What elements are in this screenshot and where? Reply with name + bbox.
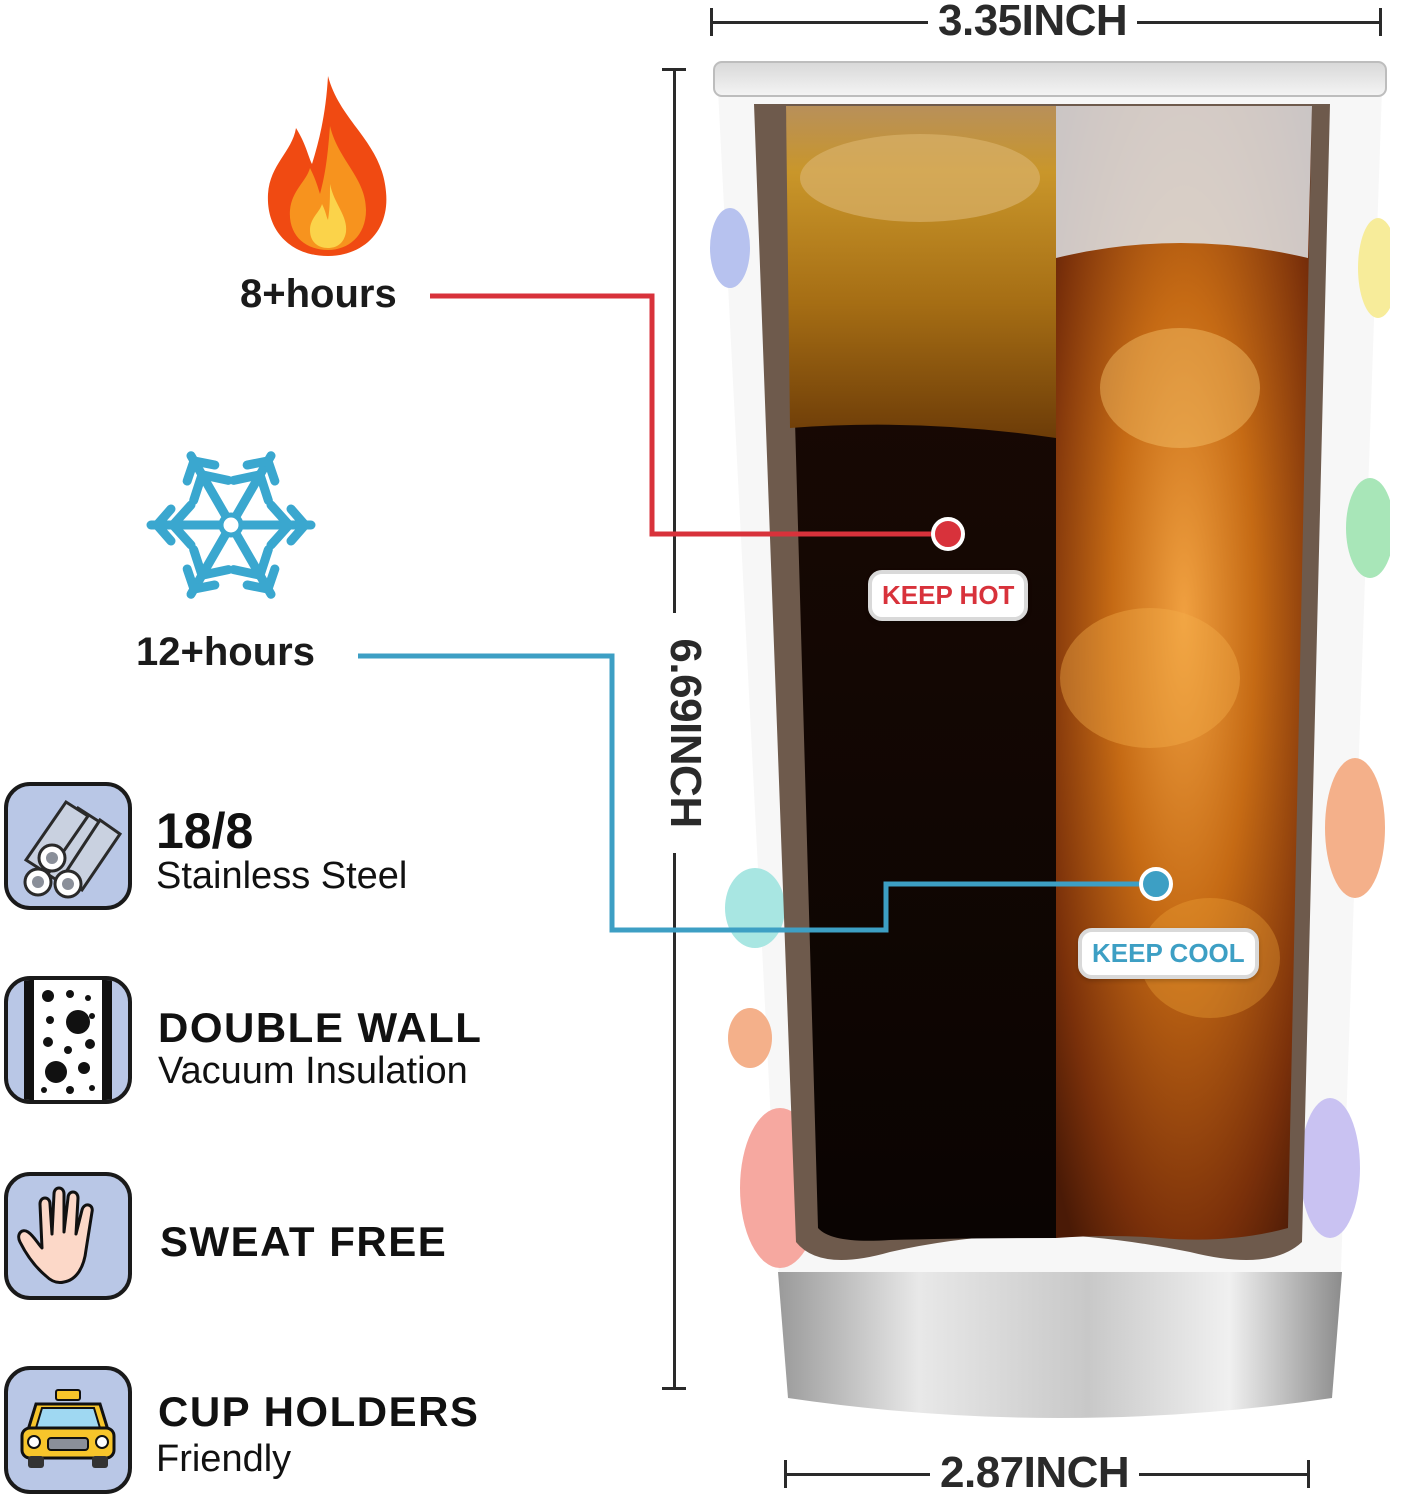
feature-subtitle-steel: Stainless Steel [156, 855, 408, 897]
width-top-label: 3.35INCH [928, 0, 1138, 46]
keep-cool-tag: KEEP COOL [1078, 928, 1259, 979]
steel-pipes-icon [4, 782, 132, 910]
hot-leader-line [430, 293, 965, 551]
keep-hot-tag: KEEP HOT [868, 570, 1029, 621]
feature-title-sweat-free: SWEAT FREE [160, 1218, 448, 1265]
car-icon [4, 1366, 132, 1494]
flame-icon [267, 76, 387, 256]
feature-subtitle-cup-holders: Friendly [156, 1438, 292, 1480]
feature-title-cup-holders: CUP HOLDERS [158, 1388, 480, 1435]
tumbler-image [710, 61, 1390, 1418]
cold-hours-label: 12+hours [136, 630, 315, 674]
cold-leader-line [358, 653, 1173, 933]
width-bottom-dimension: 2.87INCH [784, 1448, 1310, 1498]
height-dimension: 6.69INCH [660, 68, 710, 1390]
feature-title-double-wall: DOUBLE WALL [158, 1004, 483, 1051]
snowflake-icon [144, 448, 316, 602]
vacuum-wall-icon [4, 976, 132, 1104]
width-bottom-label: 2.87INCH [930, 1448, 1140, 1498]
hot-hours-label: 8+hours [240, 272, 397, 316]
feature-title-steel: 18/8 [156, 803, 254, 859]
hand-icon [4, 1172, 132, 1300]
feature-subtitle-double-wall: Vacuum Insulation [158, 1050, 468, 1092]
width-top-dimension: 3.35INCH [710, 0, 1382, 46]
